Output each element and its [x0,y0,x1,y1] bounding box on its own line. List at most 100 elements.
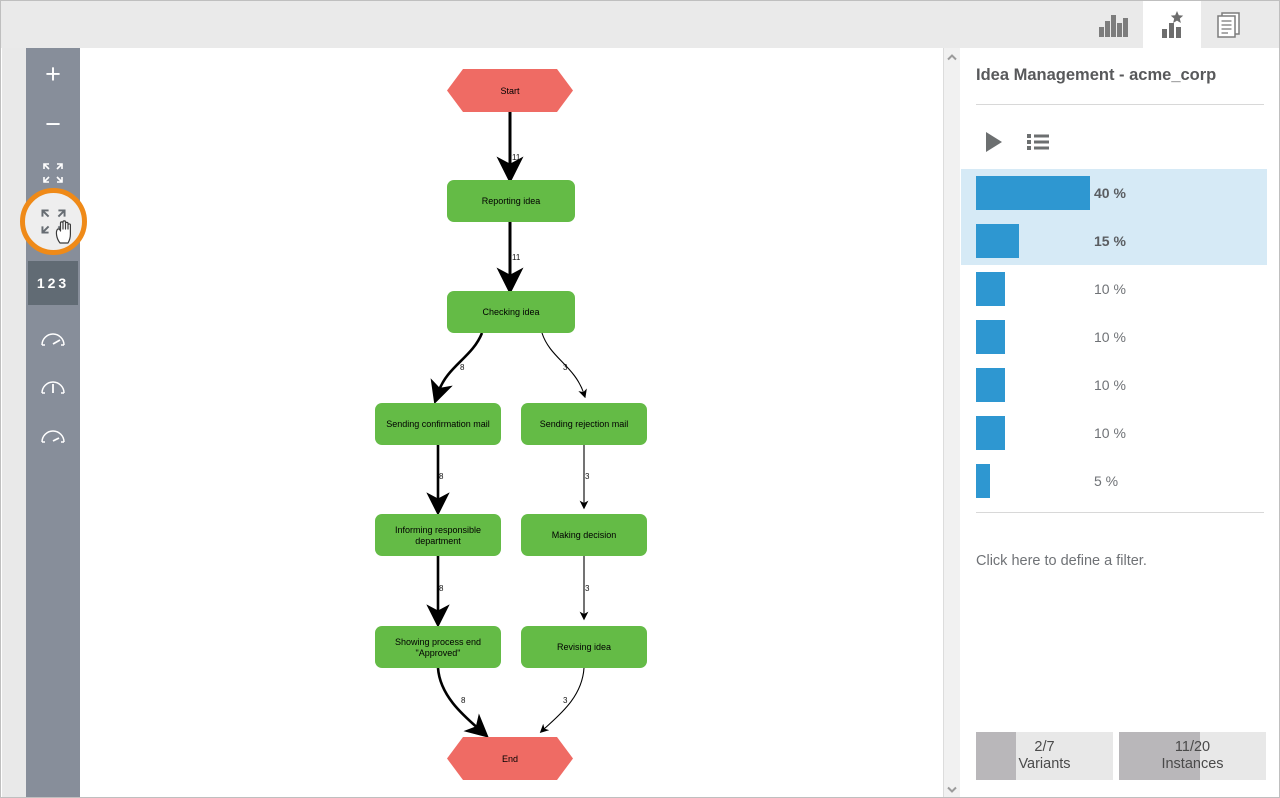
zoom-out-button[interactable]: − [45,108,61,139]
edge-label-reporting-checking: 11 [512,253,521,262]
play-icon [986,132,1002,152]
scroll-thumb[interactable] [945,66,959,766]
tab-variants[interactable] [1143,1,1201,48]
edge-label-start-reporting: 11 [512,153,521,162]
variants-panel: Idea Management - acme_corp 40 % 15 % 10 %… [961,48,1279,797]
node-revising-idea[interactable] [521,626,647,668]
variant-list-view-button[interactable] [1023,128,1053,156]
variant-row[interactable]: 15 % [961,217,1267,265]
zoom-level-label: 100% [38,213,68,225]
process-graph: Start Reporting idea Checking idea Sendi… [375,69,647,780]
chevron-up-icon [947,53,957,60]
variant-percentage-label: 40 % [1094,185,1126,201]
fit-to-screen-button[interactable] [26,148,80,198]
variant-percentage-label: 10 % [1094,329,1126,345]
scroll-down-button[interactable] [944,781,960,797]
node-informing-responsible-department[interactable] [375,514,501,556]
node-label-end: End [502,754,518,764]
bar-chart-star-icon [1162,10,1184,38]
stat-variants-button[interactable]: 2/7 Variants [976,732,1113,780]
variant-row[interactable]: 10 % [961,265,1267,313]
variant-bar [976,368,1005,402]
tab-process-overview[interactable] [1084,1,1142,48]
variant-row[interactable]: 10 % [961,409,1267,457]
node-label-start: Start [500,86,520,96]
scroll-up-button[interactable] [944,49,960,65]
variant-percentage-label: 10 % [1094,377,1126,393]
edge-label-showing-end: 8 [461,696,466,705]
chevron-down-icon [947,786,957,793]
variant-percentage-label: 10 % [1094,425,1126,441]
node-label-sending-rejection-mail: Sending rejection mail [540,419,629,429]
node-end[interactable] [447,737,573,780]
filter-hint[interactable]: Click here to define a filter. [976,553,1147,569]
gauge-low-icon [41,333,65,346]
panel-divider-bottom [976,512,1264,513]
edge-label-informing-showing: 8 [439,584,444,593]
stat-instances-value: 11/20 [1174,739,1211,755]
tab-cases[interactable] [1200,1,1258,48]
node-label-reporting-idea: Reporting idea [482,196,541,206]
graph-node-labels: Start Reporting idea Checking idea Sendi… [386,86,628,764]
canvas-vertical-scrollbar[interactable] [943,48,960,797]
canvas-toolbar: + − 100% 123 [26,48,80,797]
node-reporting-idea[interactable] [447,180,575,222]
node-label-making-decision: Making decision [552,530,617,540]
variant-bar [976,320,1005,354]
edge-label-revising-end: 3 [563,696,568,705]
variant-list: 40 % 15 % 10 % 10 % 10 % 10 % 5 % [961,169,1267,505]
node-label-showing-process-end: Showing process end [395,637,481,647]
node-making-decision[interactable] [521,514,647,556]
node-label-showing-process-end-2: "Approved" [416,648,461,658]
node-label-revising-idea: Revising idea [557,642,611,652]
variant-percentage-label: 5 % [1094,473,1119,489]
canvas-left-strip [2,48,26,797]
top-tab-bar [1,1,1279,48]
zoom-in-button[interactable]: + [45,58,61,89]
edge-label-checking-confirmation: 8 [460,363,465,372]
gauge-low-button[interactable] [26,314,80,362]
node-label-sending-confirmation-mail: Sending confirmation mail [386,419,490,429]
node-showing-process-end-approved[interactable] [375,626,501,668]
stat-instances-button[interactable]: 11/20 Instances [1119,732,1266,780]
variant-row[interactable]: 10 % [961,361,1267,409]
node-start[interactable] [447,69,573,112]
node-label-informing-responsible-department: Informing responsible [395,525,481,535]
play-animation-button[interactable] [979,128,1009,156]
gauge-high-button[interactable] [26,411,80,459]
documents-icon [1217,11,1240,38]
graph-edges [426,112,589,738]
edge-label-decision-revising: 3 [585,584,590,593]
variant-row[interactable]: 5 % [961,457,1267,505]
variant-bar [976,176,1090,210]
node-label-checking-idea: Checking idea [482,307,539,317]
stat-variants-label: Variants [1018,756,1071,772]
show-numbers-button[interactable]: 123 [28,261,78,305]
variant-bar [976,272,1005,306]
variant-row[interactable]: 40 % [961,169,1267,217]
node-sending-rejection-mail[interactable] [521,403,647,445]
fit-to-screen-icon [43,163,63,183]
list-icon [1027,134,1049,150]
variant-percentage-label: 10 % [1094,281,1126,297]
variant-bar [976,464,991,498]
graph-nodes [375,69,647,780]
stat-instances-label: Instances [1161,756,1224,772]
graph-edge-labels: 11 11 8 3 8 3 8 3 8 3 [439,153,590,705]
panel-divider-top [976,104,1264,105]
node-label-informing-responsible-department-2: department [415,536,461,546]
variant-bar [976,224,1019,258]
variant-row[interactable]: 10 % [961,313,1267,361]
stat-variants-fill [976,732,1016,780]
panel-title: Idea Management - acme_corp [976,66,1217,84]
edge-label-confirmation-informing: 8 [439,472,444,481]
node-sending-confirmation-mail[interactable] [375,403,501,445]
gauge-mid-button[interactable] [26,362,80,410]
gauge-high-icon [41,430,65,443]
edge-label-rejection-decision: 3 [585,472,590,481]
stat-instances-fill [1119,732,1200,780]
edge-label-checking-rejection: 3 [563,363,568,372]
variant-bar [976,416,1005,450]
node-checking-idea[interactable] [447,291,575,333]
